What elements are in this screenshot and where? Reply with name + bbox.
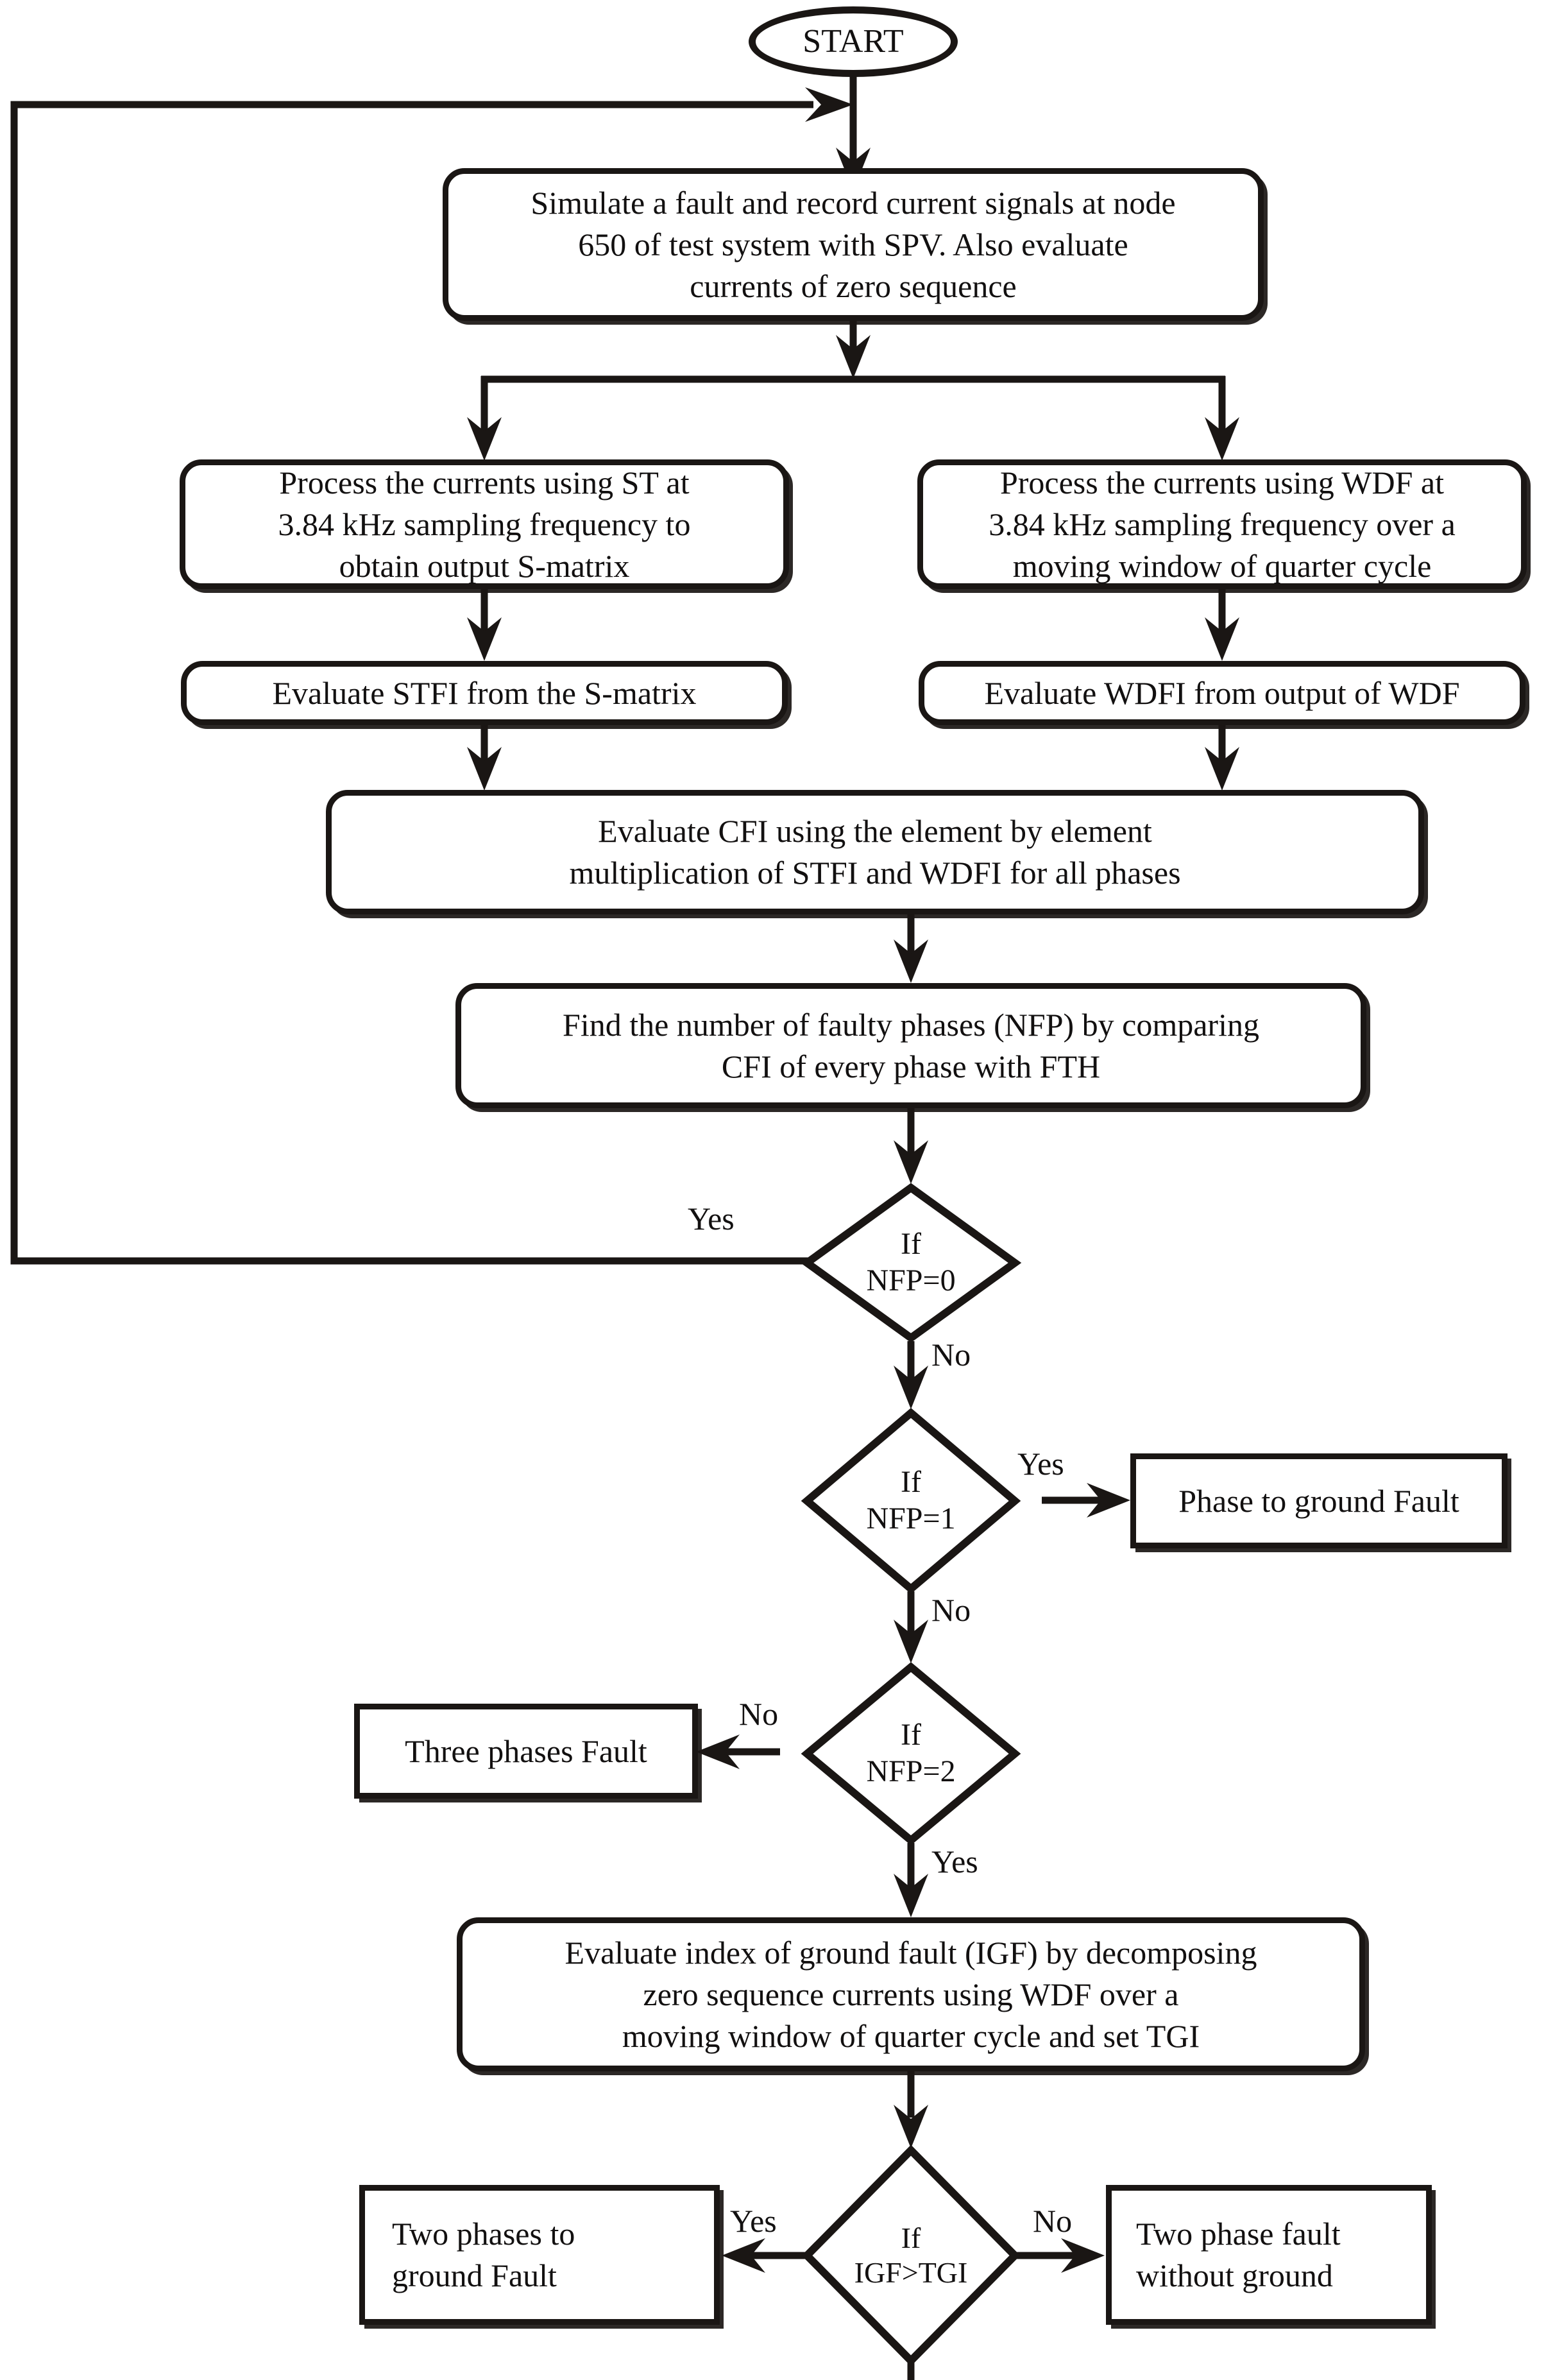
node-three-phases-label: Three phases Fault xyxy=(405,1733,647,1769)
node-simulate[interactable]: Simulate a fault and record current sign… xyxy=(443,168,1264,321)
node-eval-stfi[interactable]: Evaluate STFI from the S-matrix xyxy=(181,661,788,725)
arrowhead-wdfi-to-cfi xyxy=(1205,747,1239,791)
edge-label-nfp2-no: No xyxy=(739,1696,779,1732)
edge-label-nfp1-no: No xyxy=(931,1592,971,1628)
arrowhead-stfi-to-cfi xyxy=(467,747,502,791)
node-process-wdf[interactable]: Process the currents using WDF at 3.84 k… xyxy=(917,459,1527,589)
arrowhead-st-to-stfi xyxy=(467,617,502,661)
node-phase-to-ground[interactable]: Phase to ground Fault xyxy=(1130,1453,1508,1548)
node-process-st[interactable]: Process the currents using ST at 3.84 kH… xyxy=(180,459,789,589)
node-eval-wdfi-label: Evaluate WDFI from output of WDF xyxy=(984,674,1460,711)
edge-label-nfp1-yes: Yes xyxy=(1017,1446,1064,1482)
edge-feedback-loop xyxy=(10,101,818,1265)
node-if-nfp2[interactable]: If NFP=2 xyxy=(801,1662,1021,1845)
arrowhead-if0-no xyxy=(894,1366,928,1409)
node-two-phase-no-ground-label: Two phase fault without ground xyxy=(1136,2216,1341,2293)
node-simulate-label: Simulate a fault and record current sign… xyxy=(531,184,1176,304)
node-two-phase-no-ground[interactable]: Two phase fault without ground xyxy=(1106,2185,1432,2325)
node-three-phases[interactable]: Three phases Fault xyxy=(354,1704,698,1799)
node-if-nfp1[interactable]: If NFP=1 xyxy=(801,1408,1021,1594)
node-eval-cfi[interactable]: Evaluate CFI using the element by elemen… xyxy=(326,790,1424,914)
diamond-shape-igf xyxy=(801,2145,1021,2367)
edge-label-nfp0-yes: Yes xyxy=(688,1201,735,1237)
node-if-igf[interactable]: If IGF>TGI xyxy=(801,2145,1021,2367)
edge-label-nfp2-yes: Yes xyxy=(931,1844,978,1879)
edge-label-nfp0-no: No xyxy=(931,1337,971,1373)
node-eval-igf[interactable]: Evaluate index of ground fault (IGF) by … xyxy=(457,1917,1365,2071)
node-find-nfp-label: Find the number of faulty phases (NFP) b… xyxy=(563,1006,1259,1084)
node-if-nfp0[interactable]: If NFP=0 xyxy=(800,1183,1022,1343)
arrowhead-wdf-to-wdfi xyxy=(1205,617,1239,661)
node-start[interactable]: START xyxy=(749,6,958,77)
node-phase-to-ground-label: Phase to ground Fault xyxy=(1178,1482,1459,1519)
arrowhead-feedback-loop xyxy=(805,87,853,122)
node-eval-cfi-label: Evaluate CFI using the element by elemen… xyxy=(569,813,1181,891)
edge-label-igf-no: No xyxy=(1033,2203,1073,2239)
diamond-shape-nfp0 xyxy=(800,1183,1022,1343)
node-two-phases-ground[interactable]: Two phases to ground Fault xyxy=(359,2185,720,2325)
node-eval-wdfi[interactable]: Evaluate WDFI from output of WDF xyxy=(919,661,1525,725)
arrowhead-if1-yes xyxy=(1087,1483,1130,1518)
node-two-phases-ground-label: Two phases to ground Fault xyxy=(392,2216,575,2293)
arrowhead-ifigf-yes xyxy=(722,2238,765,2273)
node-process-st-label: Process the currents using ST at 3.84 kH… xyxy=(278,464,691,584)
arrowhead-if2-no xyxy=(696,1734,740,1769)
arrowhead-simulate-down xyxy=(836,335,871,379)
node-start-label: START xyxy=(803,23,904,60)
edge-label-igf-yes: Yes xyxy=(730,2203,777,2239)
arrowhead-nfp-to-if0 xyxy=(894,1140,928,1184)
node-eval-stfi-label: Evaluate STFI from the S-matrix xyxy=(272,674,697,711)
diamond-shape-nfp2 xyxy=(801,1662,1021,1845)
arrowhead-split-left xyxy=(467,417,502,461)
node-process-wdf-label: Process the currents using WDF at 3.84 k… xyxy=(989,464,1456,584)
arrowhead-igf-to-ifigf xyxy=(894,2105,928,2148)
arrowhead-if2-yes xyxy=(894,1874,928,1917)
diamond-shape-nfp1 xyxy=(801,1408,1021,1594)
arrowhead-cfi-to-nfp xyxy=(894,939,928,983)
arrowhead-if1-no xyxy=(894,1620,928,1663)
node-eval-igf-label: Evaluate index of ground fault (IGF) by … xyxy=(565,1934,1257,2054)
arrowhead-split-right xyxy=(1205,417,1239,461)
node-find-nfp[interactable]: Find the number of faulty phases (NFP) b… xyxy=(455,983,1366,1108)
arrowhead-ifigf-no xyxy=(1061,2238,1105,2273)
